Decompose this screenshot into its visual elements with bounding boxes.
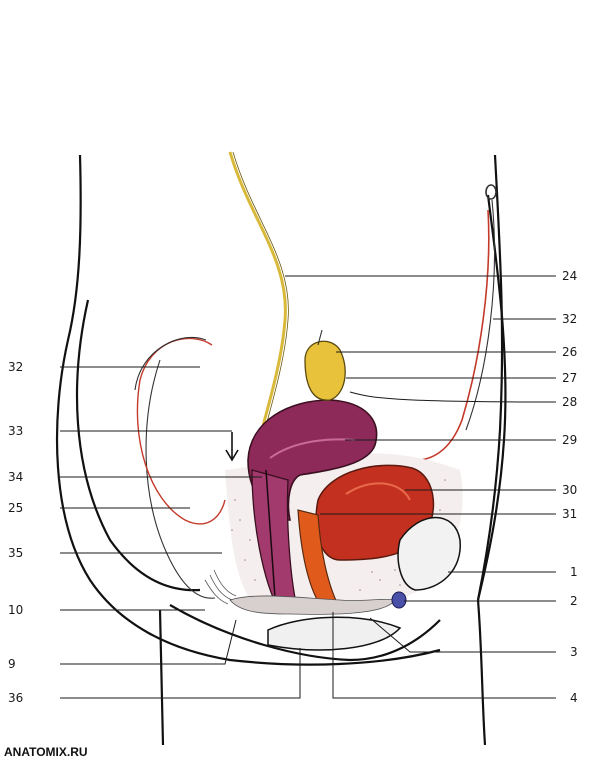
pouch-arrow bbox=[225, 432, 239, 462]
label-31: 31 bbox=[562, 507, 577, 521]
label-28: 28 bbox=[562, 395, 577, 409]
ureter bbox=[228, 151, 287, 456]
watermark: ANATOMIX.RU bbox=[4, 745, 88, 759]
leader-lines bbox=[60, 275, 557, 699]
clitoris-bulb bbox=[391, 591, 407, 609]
peritoneum-line bbox=[409, 209, 490, 462]
label-27: 27 bbox=[562, 371, 577, 385]
ovary bbox=[304, 340, 346, 401]
label-10: 10 bbox=[8, 603, 23, 617]
label-1: 1 bbox=[570, 565, 578, 579]
label-26: 26 bbox=[562, 345, 577, 359]
label-4: 4 bbox=[570, 691, 578, 705]
label-32-right: 32 bbox=[562, 312, 577, 326]
label-35: 35 bbox=[8, 546, 23, 560]
label-36: 36 bbox=[8, 691, 23, 705]
labium bbox=[267, 616, 402, 651]
label-9: 9 bbox=[8, 657, 16, 671]
label-33: 33 bbox=[8, 424, 23, 438]
labels-right: 24 32 26 27 28 29 30 31 1 2 3 4 bbox=[562, 269, 578, 705]
label-34: 34 bbox=[8, 470, 23, 484]
label-24: 24 bbox=[562, 269, 577, 283]
label-25: 25 bbox=[8, 501, 23, 515]
label-30: 30 bbox=[562, 483, 577, 497]
pubic-symphysis bbox=[397, 516, 461, 591]
label-29: 29 bbox=[562, 433, 577, 447]
labels-left: 32 33 34 25 35 10 9 36 bbox=[8, 360, 23, 705]
label-2: 2 bbox=[570, 594, 578, 608]
label-32-left: 32 bbox=[8, 360, 23, 374]
anal-sphincter bbox=[204, 569, 237, 605]
label-3: 3 bbox=[570, 645, 578, 659]
